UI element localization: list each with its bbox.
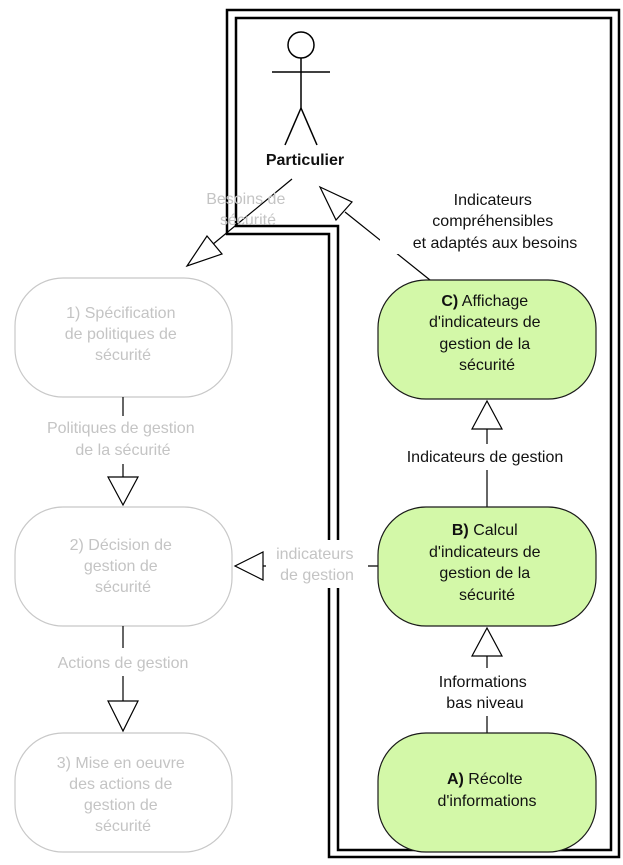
node-display-label: C) Affichage d'indicateurs de gestion de… xyxy=(429,293,545,374)
node-collect-label: A) Récolte d'informations xyxy=(437,771,536,810)
actor-right-leg xyxy=(300,107,318,146)
edge-needs-label: Besoins de sécurité xyxy=(206,191,290,229)
actor-left-leg xyxy=(284,107,302,146)
node-collect xyxy=(377,732,597,853)
edge-policies-arrowhead xyxy=(106,476,140,507)
edge-indicators-label: indicateurs de gestion xyxy=(276,546,358,584)
edge-actions-label: Actions de gestion xyxy=(58,655,189,672)
edge-understandable-arrowhead xyxy=(318,185,353,222)
edge-policies-label: Politiques de gestion de la sécurité xyxy=(47,420,199,459)
right-flow: Indicateurs compréhensibles et adaptés a… xyxy=(318,185,604,853)
left-flow: Besoins de sécurité 1) Spécification de … xyxy=(14,178,378,853)
edge-management-label: Indicateurs de gestion xyxy=(407,449,564,466)
system-boundary xyxy=(225,8,621,859)
edge-needs-line xyxy=(211,178,293,246)
actor-figure xyxy=(272,31,330,146)
edge-indicators-arrowhead xyxy=(233,551,264,581)
edge-low-level-arrowhead xyxy=(470,626,504,657)
node-compute xyxy=(377,506,597,627)
node-decision-label: 2) Décision de gestion de sécurité xyxy=(70,537,177,596)
edge-management-arrowhead xyxy=(470,399,504,430)
node-implementation-label: 3) Mise en oeuvre des actions de gestion… xyxy=(57,755,190,835)
edge-actions-arrowhead xyxy=(107,700,139,733)
edge-understandable-label: Indicateurs compréhensibles et adaptés a… xyxy=(413,192,578,252)
actor-head xyxy=(287,31,315,59)
actor-label: Particulier xyxy=(266,152,344,169)
node-implementation xyxy=(14,732,233,853)
node-specification-label: 1) Spécification de politiques de sécuri… xyxy=(65,305,182,364)
edge-needs-arrowhead xyxy=(185,234,224,268)
node-compute-label: B) Calcul d'indicateurs de gestion de la… xyxy=(429,522,545,604)
node-display xyxy=(377,279,597,400)
edge-low-level-label: Informations bas niveau xyxy=(439,674,532,712)
